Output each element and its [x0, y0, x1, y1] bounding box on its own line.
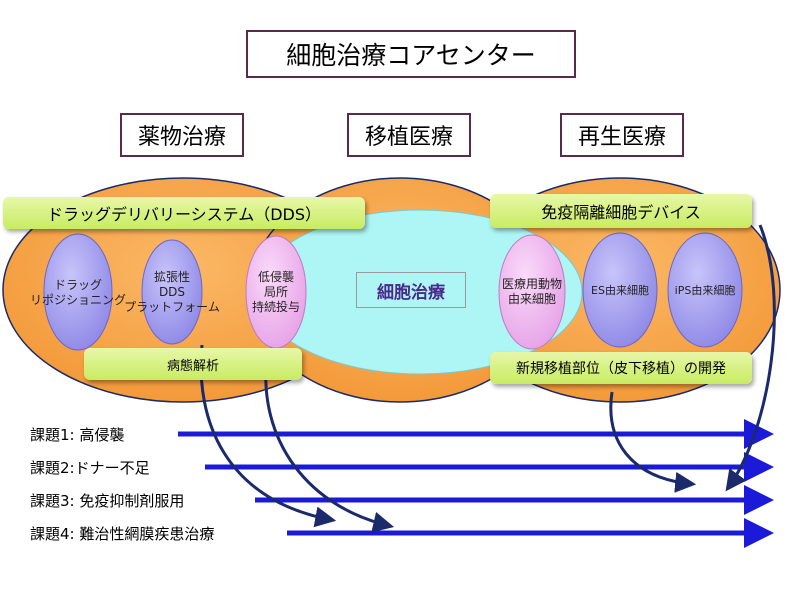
page-title: 細胞治療コアセンター	[246, 30, 576, 78]
task-2-label: 課題2:ドナー不足	[30, 459, 150, 477]
node-animal-shape	[498, 234, 566, 350]
link-arrow-low-inv	[264, 349, 395, 533]
banner-dds: ドラッグデリバリーシステム（DDS）	[3, 197, 365, 229]
node-low-invasive: 低侵襲 局所 持続投与	[251, 270, 300, 314]
banner-immuno-device: 免疫隔離細胞デバイス	[490, 194, 752, 228]
task-3-label: 課題3: 免疫抑制剤服用	[30, 492, 185, 510]
node-drug-repositioning: ドラッグ リポジショニング	[29, 278, 126, 307]
link-arrow-immuno	[725, 224, 776, 492]
task-1-label: 課題1: 高侵襲	[30, 426, 125, 444]
node-animal-derived-cells: 医療用動物 由来細胞	[501, 277, 562, 306]
task-4-label: 課題4: 難治性網膜疾患治療	[30, 525, 215, 543]
link-arrow-newsite	[609, 391, 697, 493]
section-transplant-medicine: 移植医療	[347, 113, 471, 157]
section-regenerative-medicine: 再生医療	[560, 113, 684, 157]
node-ips-derived-cells: iPS由来細胞	[674, 284, 736, 297]
node-ext-dds-shape	[141, 239, 203, 345]
node-es-shape	[582, 232, 658, 348]
cell-therapy-label: 細胞治療	[356, 272, 466, 308]
node-extensible-dds: 拡張性 DDS プラットフォーム	[124, 270, 220, 314]
section-drug-therapy: 薬物治療	[120, 113, 244, 157]
node-ips-shape	[667, 232, 743, 348]
banner-pathology: 病態解析	[84, 348, 302, 380]
banner-new-site: 新規移植部位（皮下移植）の開発	[490, 352, 752, 384]
node-drug-repos-shape	[43, 233, 113, 351]
node-es-derived-cells: ES由来細胞	[591, 284, 649, 297]
